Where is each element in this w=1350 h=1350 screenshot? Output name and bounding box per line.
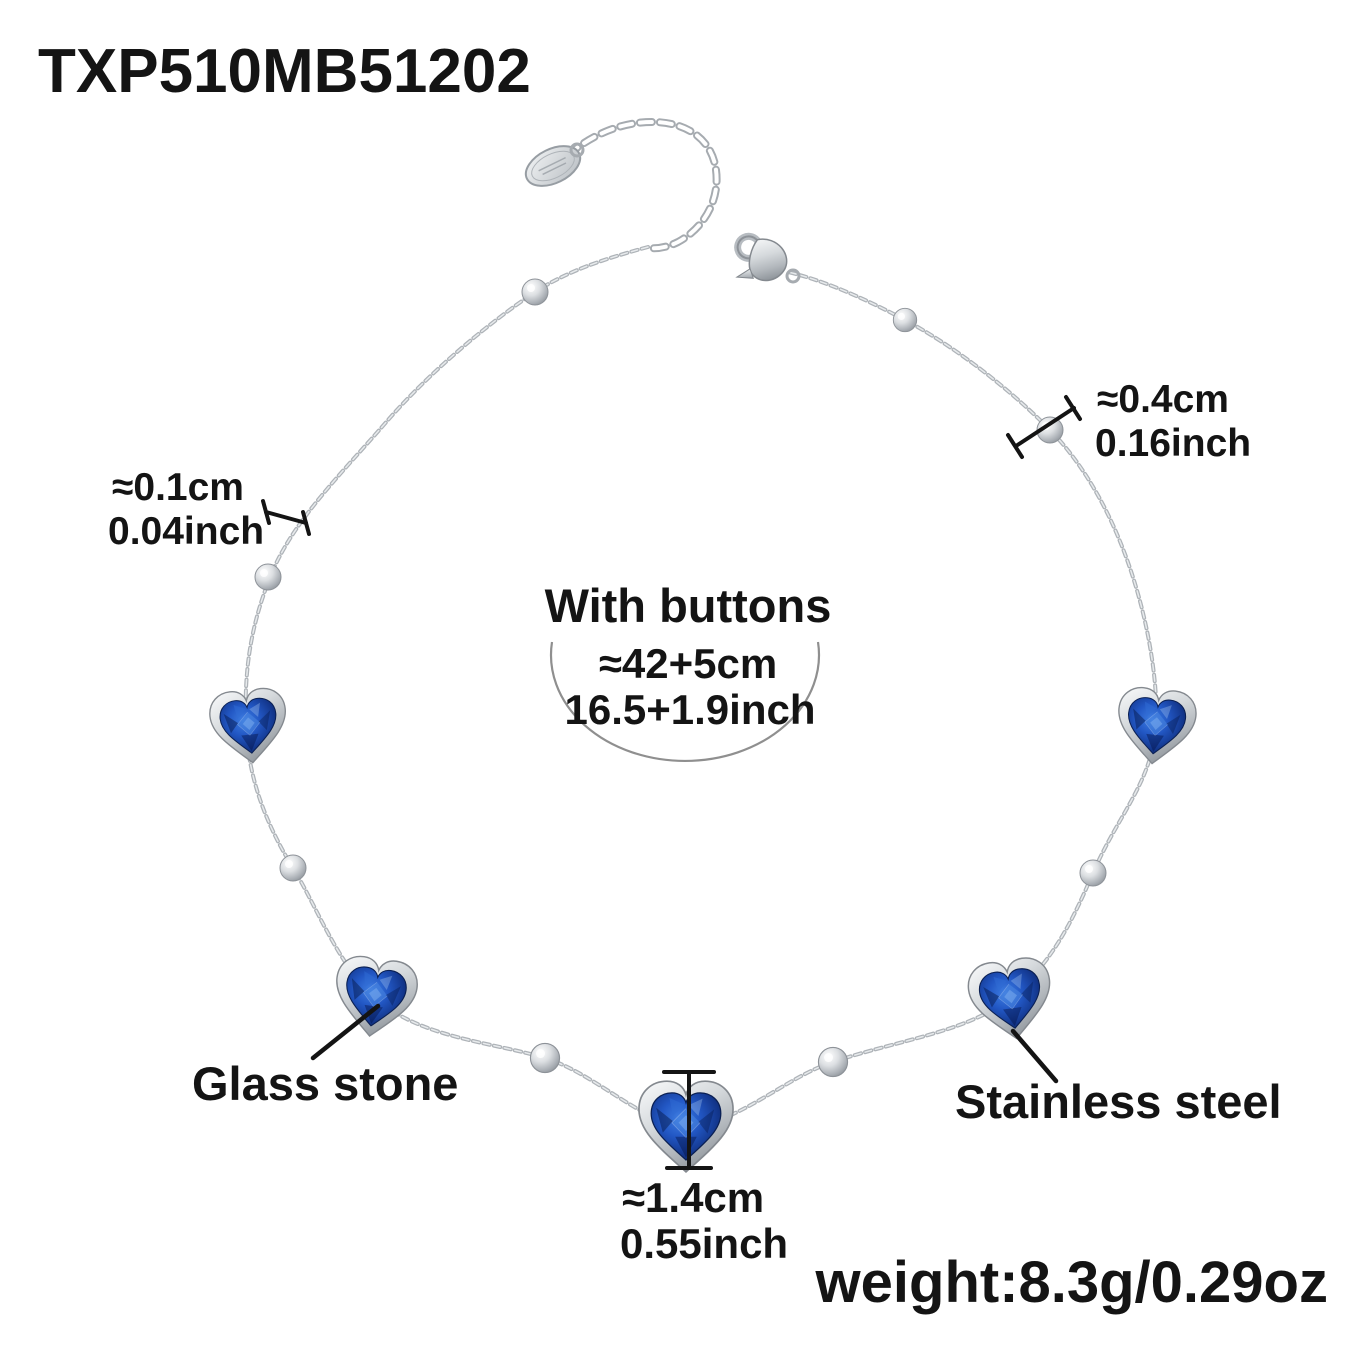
pendant-cm-label: ≈1.4cm <box>622 1174 764 1221</box>
chain-size-cm-label: ≈0.1cm <box>112 466 244 509</box>
chain-bead <box>1079 859 1107 887</box>
chain-size-inch-label: 0.04inch <box>108 510 264 553</box>
clasp-jump-ring <box>785 268 801 284</box>
stainless-steel-pointer-line <box>1010 1028 1059 1084</box>
length-title-label: With buttons <box>545 579 832 632</box>
chain-size-measure-tick <box>261 499 311 536</box>
pendant-size-measure-line <box>662 1070 716 1170</box>
heart-pendant-right <box>1112 684 1199 769</box>
chain-bead <box>892 307 918 333</box>
length-ellipse <box>549 641 821 763</box>
extension-chain <box>564 117 721 253</box>
length-cm-label: ≈42+5cm <box>599 640 777 687</box>
heart-pendant-center <box>638 1080 734 1173</box>
chain-bead <box>521 278 549 306</box>
heart-pendant-left <box>206 685 292 768</box>
tag-jump-ring <box>569 142 585 158</box>
chain-bead <box>254 563 282 591</box>
chain-bead <box>529 1042 561 1074</box>
product-code-title: TXP510MB51202 <box>38 37 531 106</box>
glass-stone-label: Glass stone <box>192 1057 458 1110</box>
bead-size-measure-tick <box>1006 395 1082 459</box>
weight-label: weight:8.3g/0.29oz <box>815 1250 1328 1315</box>
bead-size-cm-label: ≈0.4cm <box>1097 378 1229 421</box>
chain-bead <box>279 854 307 882</box>
heart-pendant-lower-left <box>328 952 421 1043</box>
glass-stone-pointer-line <box>310 1003 381 1061</box>
lobster-clasp-icon <box>734 232 788 282</box>
length-inch-label: 16.5+1.9inch <box>565 686 816 733</box>
stainless-steel-label: Stainless steel <box>955 1075 1282 1128</box>
chain-bead <box>817 1046 849 1078</box>
pendant-inch-label: 0.55inch <box>620 1220 788 1267</box>
bead-size-inch-label: 0.16inch <box>1095 422 1251 465</box>
